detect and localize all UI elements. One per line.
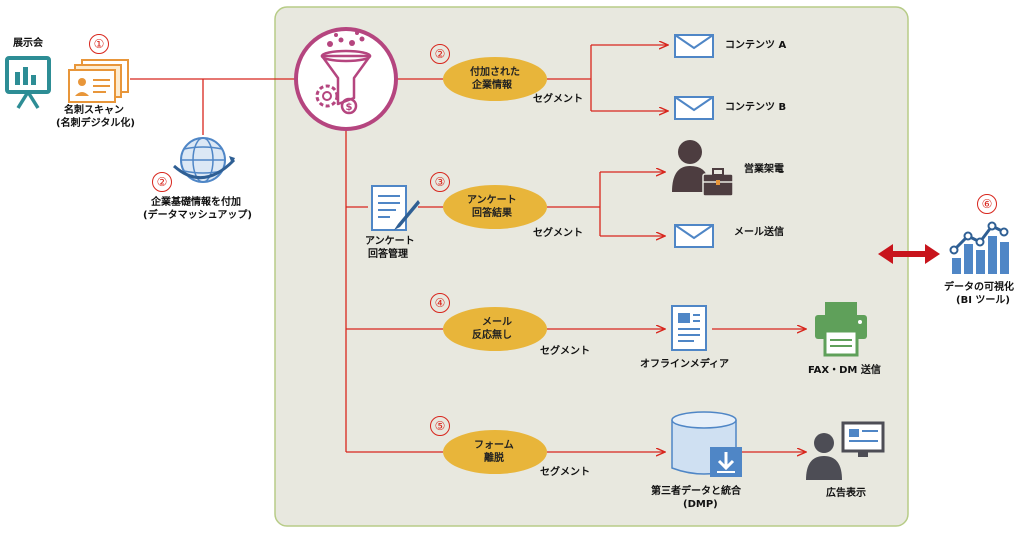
sales-call-label: 営業架電 [744,164,784,175]
ad-display-label: 広告表示 [826,488,866,499]
survey-source-line1: アンケート [365,236,415,247]
fax-dm-label: FAX・DM 送信 [808,365,881,376]
card-scan-label-line2: (名刺デジタル化) [56,118,135,129]
segment-label-3: セグメント [540,346,590,357]
bi-label-line1: データの可視化 [944,282,1014,293]
oval-2-line2: 回答結果 [472,208,512,219]
oval-4-line2: 離脱 [484,453,504,464]
ad-viewer-icon [806,421,885,480]
card-scan-label-line1: 名刺スキャン [64,105,124,116]
oval-survey-results [443,185,547,229]
step-number-5: ⑤ [430,416,450,436]
database-download-icon [671,411,742,477]
dmp-label-line2: (DMP) [683,499,718,510]
firmographic-label-line2: (データマッシュアップ) [143,210,252,221]
salesperson-icon [672,140,734,197]
content-b-label: コンテンツ B [725,102,787,113]
svg-text:$: $ [346,102,353,113]
oval-3-line2: 反応無し [472,330,512,341]
mail-icon [674,96,714,120]
dmp-label-line1: 第三者データと統合 [651,486,741,497]
survey-document-icon [371,185,420,231]
step-number-4: ④ [430,293,450,313]
oval-3-line1: メール [482,317,512,328]
oval-form-abandon [443,430,547,474]
bi-label-line2: (BI ツール) [956,295,1010,306]
step-number-3: ③ [430,172,450,192]
segment-label-4: セグメント [540,467,590,478]
oval-1-line1: 付加された [470,67,520,78]
globe-icon [172,137,236,183]
oval-no-mail-response [443,307,547,351]
bi-chart-icon [949,221,1009,274]
offline-media-icon [671,305,707,351]
mail-icon [674,224,714,248]
funnel-hub-icon: $ [294,27,398,131]
step-number-2-left: ② [152,172,172,192]
oval-enriched-company-info [443,57,547,101]
oval-2-line1: アンケート [467,195,517,206]
oval-4-line1: フォーム [474,440,514,451]
segment-label-2: セグメント [533,228,583,239]
survey-source-line2: 回答管理 [368,249,408,260]
connector-lines [130,45,805,452]
offline-media-label: オフラインメディア [640,359,729,370]
firmographic-label-line1: 企業基礎情報を付加 [151,197,241,208]
process-panel [274,6,909,527]
email-send-label: メール送信 [734,227,784,238]
bidirectional-arrow-icon [878,244,940,264]
exhibition-label: 展示会 [13,38,43,49]
segment-label-1: セグメント [533,94,583,105]
presentation-board-icon [5,56,51,109]
mail-icon [674,34,714,58]
step-number-1: ① [89,34,109,54]
step-number-2: ② [430,44,450,64]
printer-icon [815,302,867,357]
oval-1-line2: 企業情報 [472,80,512,91]
content-a-label: コンテンツ A [725,40,787,51]
business-card-icon [68,59,129,103]
step-number-6: ⑥ [977,194,997,214]
